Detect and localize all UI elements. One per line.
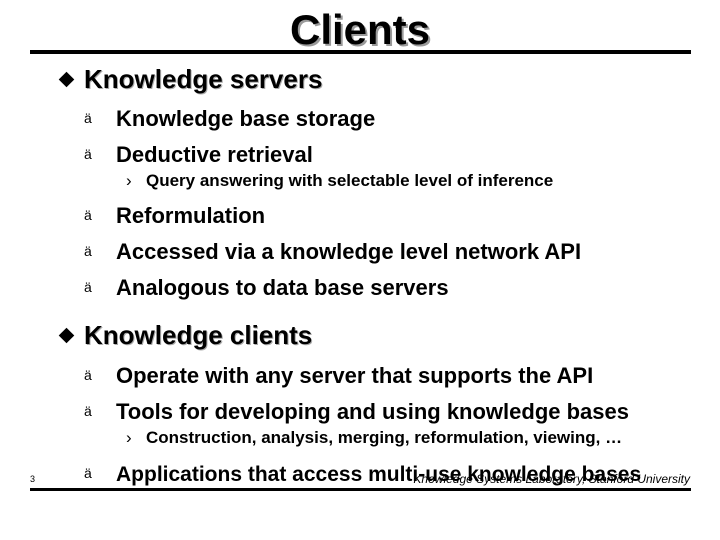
- bullet-item: ä Applications that access multi-use know…: [84, 460, 641, 488]
- bullet-item: ä Reformulation: [84, 202, 265, 229]
- bullet-text: Applications that access multi-use knowl…: [116, 463, 642, 486]
- footer-divider: [30, 488, 691, 491]
- bullet-text: Deductive retrieval: [116, 142, 313, 167]
- sub-bullet-item: › Construction, analysis, merging, reform…: [126, 428, 622, 448]
- diamond-bullet-icon: [58, 71, 75, 88]
- slide-title: Clients: [289, 6, 431, 53]
- arrow-bullet-icon: ä: [84, 110, 92, 126]
- bullet-item: ä Deductive retrieval: [84, 141, 313, 168]
- bullet-text: Knowledge base storage: [116, 106, 376, 131]
- diamond-bullet-icon: [58, 327, 75, 344]
- sub-bullet-item: › Query answering with selectable level o…: [126, 171, 553, 191]
- sub-bullet-text: Construction, analysis, merging, reformu…: [146, 428, 623, 447]
- bullet-item: ä Analogous to data base servers: [84, 274, 449, 301]
- bullet-text: Operate with any server that supports th…: [116, 363, 594, 388]
- page-number: 3: [30, 474, 36, 484]
- arrow-bullet-icon: ä: [84, 207, 92, 223]
- bullet-text: Tools for developing and using knowledge…: [116, 399, 629, 424]
- bullet-text: Analogous to data base servers: [116, 275, 449, 300]
- arrow-bullet-icon: ä: [84, 279, 92, 295]
- bullet-item: ä Tools for developing and using knowledg…: [84, 398, 629, 425]
- arrow-bullet-icon: ä: [84, 465, 92, 481]
- bullet-text: Accessed via a knowledge level network A…: [116, 239, 582, 264]
- section-heading-text: Knowledge clients: [84, 320, 313, 350]
- bullet-item: ä Knowledge base storage: [84, 105, 375, 132]
- arrow-bullet-icon: ä: [84, 243, 92, 259]
- arrow-bullet-icon: ä: [84, 146, 92, 162]
- section-heading-knowledge-clients: Knowledge clients: [57, 320, 312, 350]
- chevron-bullet-icon: ›: [126, 171, 132, 190]
- sub-bullet-text: Query answering with selectable level of…: [146, 171, 554, 190]
- footer-credit: Knowledge Systems Laboratory, Stanford U…: [413, 472, 690, 486]
- chevron-bullet-icon: ›: [126, 428, 132, 447]
- arrow-bullet-icon: ä: [84, 403, 92, 419]
- bullet-text: Reformulation: [116, 203, 266, 228]
- arrow-bullet-icon: ä: [84, 367, 92, 383]
- bullet-item: ä Accessed via a knowledge level network …: [84, 238, 581, 265]
- bullet-item: ä Operate with any server that supports t…: [84, 362, 593, 389]
- section-heading-text: Knowledge servers: [84, 64, 323, 94]
- section-heading-knowledge-servers: Knowledge servers: [57, 64, 322, 94]
- title-divider: [30, 50, 691, 54]
